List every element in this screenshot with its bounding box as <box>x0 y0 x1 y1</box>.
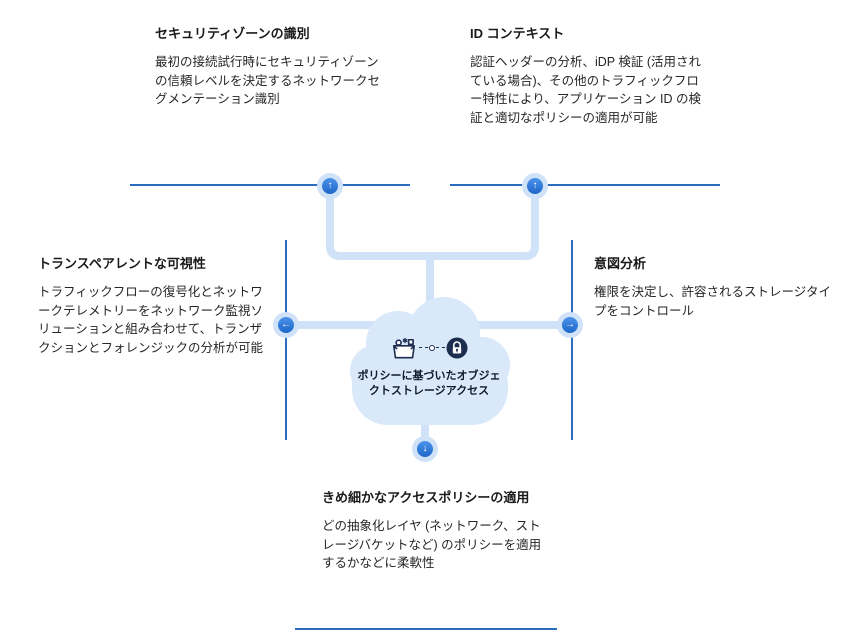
id-context-title: ID コンテキスト <box>470 26 565 41</box>
intent-analysis-body: 権限を決定し、許容されるストレージタイプをコントロール <box>594 284 832 318</box>
access-policy-title: きめ細かなアクセスポリシーの適用 <box>322 490 530 505</box>
cloud-label: ポリシーに基づいたオブジェクトストレージアクセス <box>357 369 501 397</box>
node-security-zone: セキュリティゾーンの識別 最初の接続試行時にセキュリティゾーンの信頼レベルを決定… <box>130 10 410 186</box>
dotted-link-icon <box>419 347 428 349</box>
arrow-down-icon: ↓ <box>412 436 438 462</box>
arrow-right-icon: → <box>557 312 583 338</box>
arrow-up-glyph: ↑ <box>527 178 543 194</box>
security-zone-body: 最初の接続試行時にセキュリティゾーンの信頼レベルを決定するネットワークセグメンテ… <box>155 54 381 107</box>
cloud-icons <box>389 335 469 361</box>
node-access-policy: きめ細かなアクセスポリシーの適用 どの抽象化レイヤ (ネットワーク、ストレージバ… <box>295 450 557 630</box>
link-dot-icon <box>429 344 435 351</box>
transparent-visibility-body: トラフィックフローの復号化とネットワークテレメトリーをネットワーク監視ソリューシ… <box>38 284 264 356</box>
node-transparent-visibility: トランスペアレントな可視性 トラフィックフローの復号化とネットワークテレメトリー… <box>15 240 287 440</box>
arrow-down-glyph: ↓ <box>417 441 433 457</box>
arrow-left-icon: ← <box>273 312 299 338</box>
security-zone-title: セキュリティゾーンの識別 <box>155 26 310 41</box>
arrow-left-glyph: ← <box>278 317 294 333</box>
intent-analysis-title: 意図分析 <box>594 256 647 271</box>
access-policy-body: どの抽象化レイヤ (ネットワーク、ストレージバケットなど) のポリシーを適用する… <box>322 518 542 571</box>
transparent-visibility-title: トランスペアレントな可視性 <box>38 256 206 271</box>
arrow-up-icon: ↑ <box>522 173 548 199</box>
padlock-icon <box>446 337 468 359</box>
object-storage-box-icon <box>393 337 415 359</box>
node-intent-analysis: 意図分析 権限を決定し、許容されるストレージタイプをコントロール <box>571 240 855 440</box>
id-context-body: 認証ヘッダーの分析、iDP 検証 (活用されている場合)、その他のトラフィックフ… <box>470 54 702 126</box>
arrow-up-icon: ↑ <box>317 173 343 199</box>
dotted-link-icon <box>436 347 445 349</box>
center-cloud: ポリシーに基づいたオブジェクトストレージアクセス <box>340 285 518 435</box>
connector-top-u <box>326 188 539 260</box>
arrow-up-glyph: ↑ <box>322 178 338 194</box>
arrow-right-glyph: → <box>562 317 578 333</box>
cloud-content: ポリシーに基づいたオブジェクトストレージアクセス <box>340 285 518 435</box>
node-id-context: ID コンテキスト 認証ヘッダーの分析、iDP 検証 (活用されている場合)、そ… <box>450 10 720 186</box>
